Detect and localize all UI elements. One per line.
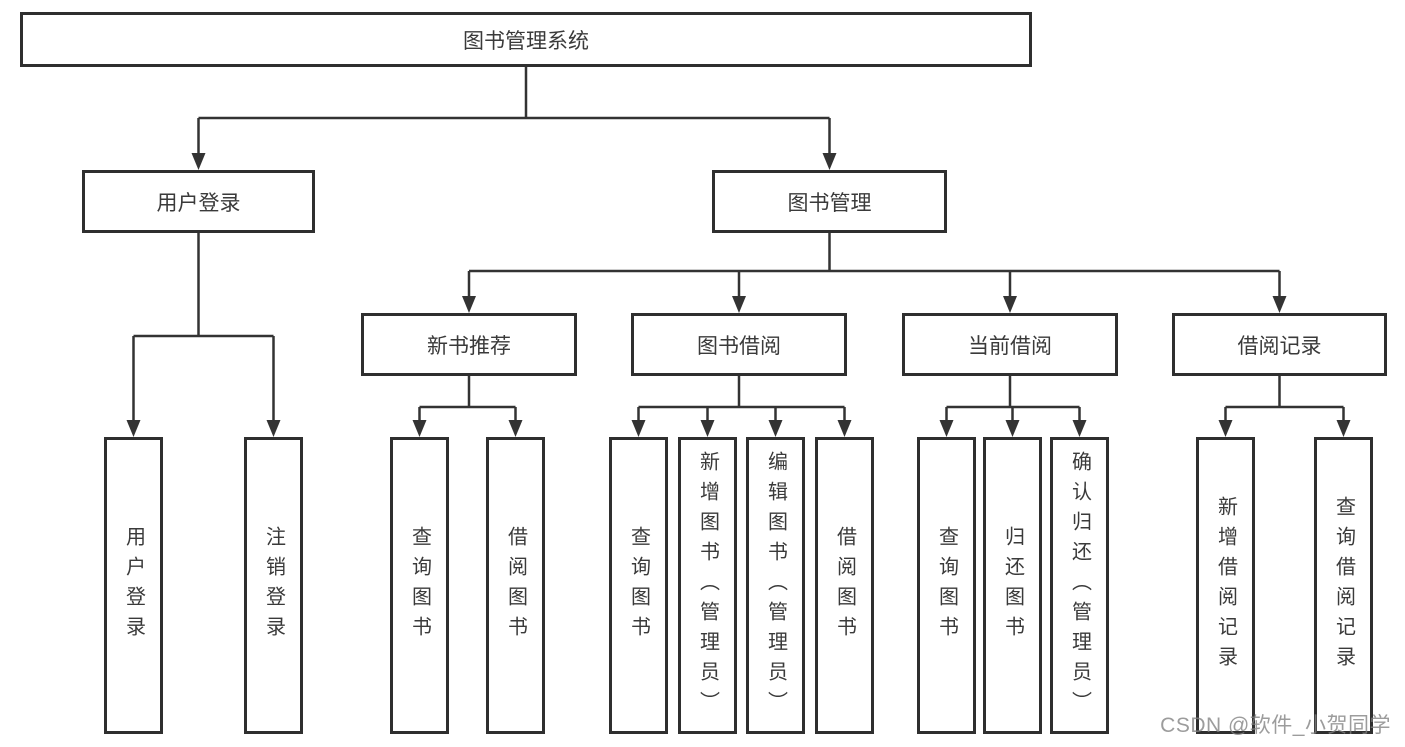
node-label: 借阅记录 <box>1237 334 1322 358</box>
leaf-edit-book-admin: 编辑图书（管理员） <box>746 437 805 734</box>
connector-newbook-bus <box>418 376 517 420</box>
connector-root-bus <box>197 67 831 153</box>
node-book-borrow: 图书借阅 <box>631 313 847 376</box>
node-label: 借阅图书 <box>833 525 856 646</box>
node-new-book-recommend: 新书推荐 <box>361 313 577 376</box>
node-label: 新书推荐 <box>427 334 511 358</box>
node-label: 查询图书 <box>627 525 650 646</box>
node-label: 当前借阅 <box>968 334 1052 358</box>
node-label: 归还图书 <box>1001 525 1024 646</box>
node-label: 查询借阅记录 <box>1332 495 1355 676</box>
connector-records-bus <box>1224 376 1345 420</box>
leaf-logout: 注销登录 <box>244 437 303 734</box>
node-label: 借阅图书 <box>504 525 527 646</box>
leaf-borrow-books-1: 借阅图书 <box>486 437 545 734</box>
node-label: 图书管理系统 <box>463 29 589 53</box>
node-borrow-records: 借阅记录 <box>1172 313 1387 376</box>
node-label: 新增图书（管理员） <box>696 450 719 721</box>
connector-bookmgmt-bus <box>467 233 1281 296</box>
leaf-query-books-1: 查询图书 <box>390 437 449 734</box>
node-label: 图书管理 <box>787 191 872 215</box>
watermark: CSDN @软件_小贺同学 <box>1160 714 1391 737</box>
node-user-login: 用户登录 <box>82 170 315 233</box>
leaf-add-borrow-record: 新增借阅记录 <box>1196 437 1255 734</box>
node-label: 注销登录 <box>262 525 285 646</box>
node-label: 图书借阅 <box>697 334 781 358</box>
node-label: 新增借阅记录 <box>1214 495 1237 676</box>
leaf-query-books-2: 查询图书 <box>609 437 668 734</box>
leaf-query-borrow-record: 查询借阅记录 <box>1314 437 1373 734</box>
node-book-management: 图书管理 <box>712 170 947 233</box>
node-label: 查询图书 <box>408 525 431 646</box>
leaf-add-book-admin: 新增图书（管理员） <box>678 437 737 734</box>
node-root-system: 图书管理系统 <box>20 12 1032 67</box>
leaf-user-login: 用户登录 <box>104 437 163 734</box>
node-label: 用户登录 <box>122 525 145 646</box>
connector-current-bus <box>945 376 1081 420</box>
leaf-confirm-return-admin: 确认归还（管理员） <box>1050 437 1109 734</box>
node-label: 用户登录 <box>156 191 241 215</box>
connector-userlogin-bus <box>132 233 275 420</box>
leaf-return-book: 归还图书 <box>983 437 1042 734</box>
node-current-borrow: 当前借阅 <box>902 313 1118 376</box>
node-label: 编辑图书（管理员） <box>764 450 787 721</box>
node-label: 确认归还（管理员） <box>1068 450 1091 721</box>
node-label: 查询图书 <box>935 525 958 646</box>
connector-borrow-bus <box>637 376 846 420</box>
leaf-query-books-3: 查询图书 <box>917 437 976 734</box>
leaf-borrow-books-2: 借阅图书 <box>815 437 874 734</box>
